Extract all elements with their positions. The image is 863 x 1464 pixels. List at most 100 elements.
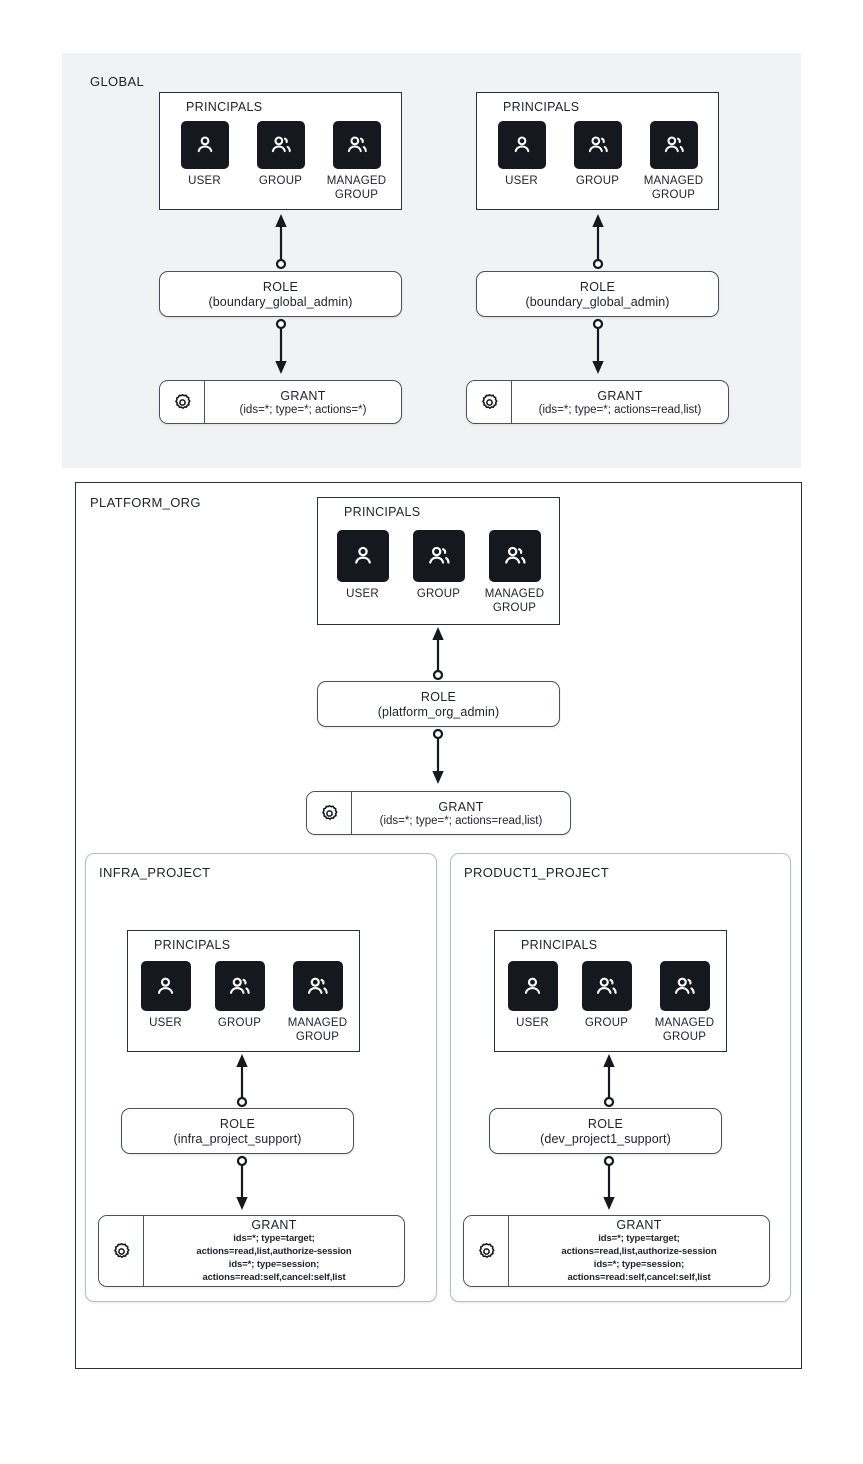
principals-label: PRINCIPALS	[154, 938, 231, 952]
gear-icon	[467, 381, 512, 423]
grant-title: GRANT	[251, 1218, 297, 1232]
role-box-infra-project[interactable]: ROLE (infra_project_support)	[121, 1108, 354, 1154]
managed-group-icon	[659, 961, 710, 1011]
gear-icon	[464, 1216, 509, 1286]
principals-label: PRINCIPALS	[344, 505, 421, 519]
grant-title: GRANT	[438, 799, 484, 814]
principal-user[interactable]: USER	[331, 530, 395, 615]
principal-label: MANAGED GROUP	[287, 1017, 348, 1043]
role-box-platform-org[interactable]: ROLE (platform_org_admin)	[317, 681, 560, 727]
role-box-product1-project[interactable]: ROLE (dev_project1_support)	[489, 1108, 722, 1154]
role-box-global-1[interactable]: ROLE (boundary_global_admin)	[159, 271, 402, 317]
principal-label: MANAGED GROUP	[643, 175, 704, 201]
role-title: ROLE	[579, 279, 616, 294]
principals-label: PRINCIPALS	[186, 100, 263, 114]
principals-row: USER GROUP	[318, 530, 559, 615]
gear-icon	[307, 792, 352, 834]
managed-group-icon	[292, 961, 343, 1011]
principal-label: USER	[516, 1017, 549, 1029]
principal-user[interactable]: USER	[490, 121, 554, 202]
principals-row: USER GROUP	[477, 121, 718, 202]
principals-row: USER GROUP	[128, 961, 359, 1044]
principal-user[interactable]: USER	[502, 961, 564, 1044]
principal-label: GROUP	[217, 1017, 262, 1029]
principals-box-global-2: PRINCIPALS USER	[476, 92, 719, 210]
grant-detail: (ids=*; type=*; actions=read,list)	[379, 814, 543, 827]
connector-role-to-principals	[588, 212, 608, 270]
role-name: (dev_project1_support)	[540, 1131, 671, 1146]
principal-managed-group[interactable]: MANAGED GROUP	[283, 961, 353, 1044]
group-icon	[412, 530, 465, 582]
group-icon	[573, 121, 622, 169]
grant-box-infra-project[interactable]: GRANT ids=*; type=target; actions=read,l…	[98, 1215, 405, 1287]
gear-icon	[99, 1216, 144, 1286]
group-icon	[256, 121, 305, 169]
principals-box-platform-org: PRINCIPALS USER	[317, 497, 560, 625]
principal-label: MANAGED GROUP	[326, 175, 387, 201]
grant-body: GRANT ids=*; type=target; actions=read,l…	[509, 1216, 769, 1286]
principal-label: USER	[188, 175, 221, 187]
grant-detail-line: ids=*; type=target;	[233, 1233, 315, 1244]
grant-body: GRANT (ids=*; type=*; actions=read,list)	[352, 792, 570, 834]
user-icon	[180, 121, 229, 169]
principals-row: USER GROUP	[160, 121, 401, 202]
principal-group[interactable]: GROUP	[209, 961, 271, 1044]
grant-detail-line: ids=*; type=session;	[228, 1259, 320, 1270]
principal-user[interactable]: USER	[135, 961, 197, 1044]
role-name: (boundary_global_admin)	[525, 294, 670, 309]
role-name: (boundary_global_admin)	[208, 294, 353, 309]
principal-label: USER	[346, 588, 379, 600]
connector-role-to-principals	[599, 1052, 619, 1108]
principals-box-product1-project: PRINCIPALS USER	[494, 930, 727, 1052]
grant-title: GRANT	[597, 388, 643, 403]
grant-body: GRANT (ids=*; type=*; actions=*)	[205, 381, 401, 423]
role-box-global-2[interactable]: ROLE (boundary_global_admin)	[476, 271, 719, 317]
user-icon	[140, 961, 191, 1011]
scope-infra-project-title: INFRA_PROJECT	[99, 865, 211, 880]
grant-box-platform-org[interactable]: GRANT (ids=*; type=*; actions=read,list)	[306, 791, 571, 835]
principal-managed-group[interactable]: MANAGED GROUP	[642, 121, 706, 202]
principal-label: GROUP	[584, 1017, 629, 1029]
principal-user[interactable]: USER	[173, 121, 237, 202]
user-icon	[497, 121, 546, 169]
principal-label: USER	[505, 175, 538, 187]
grant-box-product1-project[interactable]: GRANT ids=*; type=target; actions=read,l…	[463, 1215, 770, 1287]
principal-label: GROUP	[416, 588, 461, 600]
grant-box-global-2[interactable]: GRANT (ids=*; type=*; actions=read,list)	[466, 380, 729, 424]
connector-role-to-grant	[599, 1155, 619, 1212]
scope-platform-org-title: PLATFORM_ORG	[90, 495, 201, 510]
principal-group[interactable]: GROUP	[249, 121, 313, 202]
principals-box-global-1: PRINCIPALS USER	[159, 92, 402, 210]
scope-product1-project-title: PRODUCT1_PROJECT	[464, 865, 610, 880]
grant-detail-line: actions=read,list,authorize-session	[196, 1246, 352, 1257]
grant-detail-line: actions=read,list,authorize-session	[561, 1246, 717, 1257]
grant-title: GRANT	[616, 1218, 662, 1232]
connector-role-to-grant	[588, 318, 608, 377]
principals-label: PRINCIPALS	[503, 100, 580, 114]
principal-group[interactable]: GROUP	[576, 961, 638, 1044]
grant-title: GRANT	[280, 388, 326, 403]
principal-label: USER	[149, 1017, 182, 1029]
role-title: ROLE	[420, 689, 457, 704]
principals-row: USER GROUP	[495, 961, 726, 1044]
principal-managed-group[interactable]: MANAGED GROUP	[483, 530, 547, 615]
connector-role-to-principals	[428, 625, 448, 681]
role-title: ROLE	[587, 1116, 624, 1131]
managed-group-icon	[488, 530, 541, 582]
principal-group[interactable]: GROUP	[407, 530, 471, 615]
grant-body: GRANT (ids=*; type=*; actions=read,list)	[512, 381, 728, 423]
principals-box-infra-project: PRINCIPALS USER	[127, 930, 360, 1052]
connector-role-to-principals	[271, 212, 291, 270]
grant-detail: (ids=*; type=*; actions=read,list)	[538, 403, 702, 416]
group-icon	[214, 961, 265, 1011]
grant-box-global-1[interactable]: GRANT (ids=*; type=*; actions=*)	[159, 380, 402, 424]
principal-managed-group[interactable]: MANAGED GROUP	[325, 121, 389, 202]
grant-detail-line: actions=read:self,cancel:self,list	[567, 1272, 711, 1283]
connector-role-to-grant	[428, 728, 448, 787]
connector-role-to-grant	[271, 318, 291, 377]
principal-label: GROUP	[575, 175, 620, 187]
principal-managed-group[interactable]: MANAGED GROUP	[650, 961, 720, 1044]
principal-group[interactable]: GROUP	[566, 121, 630, 202]
group-icon	[581, 961, 632, 1011]
